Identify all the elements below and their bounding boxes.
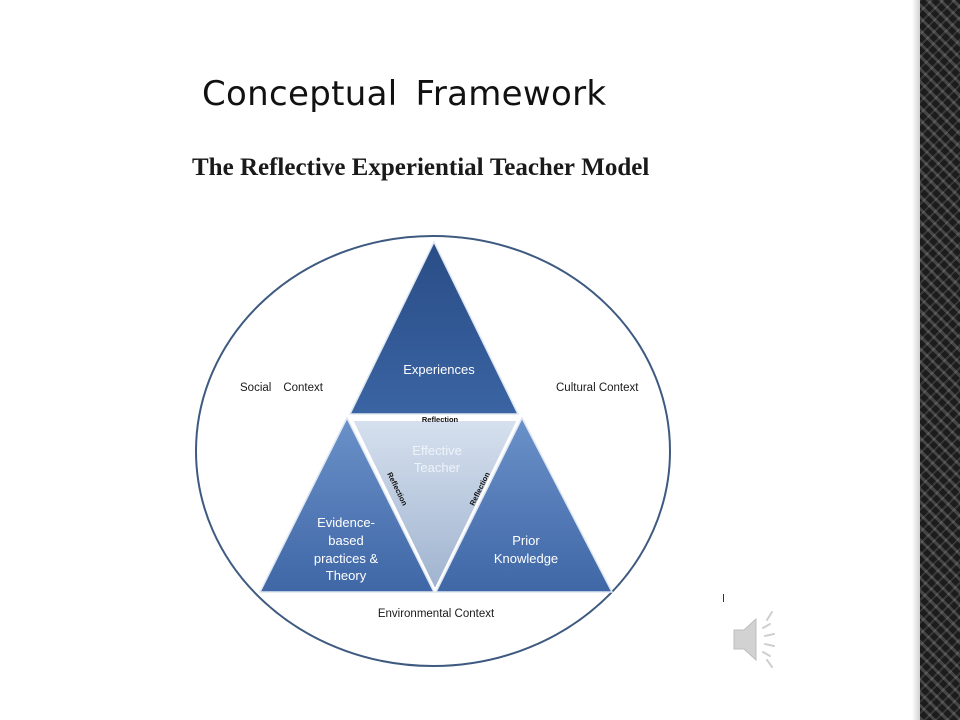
cultural-context-label: Cultural Context (556, 382, 639, 394)
model-title-word: Model (581, 154, 650, 181)
prior-knowledge-label: Prior (512, 533, 540, 548)
slide-title-word: Framework (415, 74, 607, 114)
effective-teacher-label: Effective (412, 443, 462, 458)
environmental-context-label: Environmental Context (378, 608, 495, 620)
speaker-icon[interactable] (733, 611, 775, 668)
side-bar-shadow (912, 0, 920, 720)
experiences-label: Experiences (403, 362, 475, 377)
evidence-triangle (258, 416, 436, 593)
evidence-label: based (328, 533, 363, 548)
social-context-word: Context (283, 382, 323, 394)
evidence-label: Evidence- (317, 515, 375, 530)
slide-title: Conceptual Framework (202, 74, 606, 114)
social-context-label: Social Context (240, 382, 324, 394)
effective-teacher-label: Teacher (414, 460, 461, 475)
reflection-label-top: Reflection (422, 415, 459, 424)
model-title-word: Teacher (489, 154, 576, 181)
prior-knowledge-label: Knowledge (494, 551, 558, 566)
model-title-word: The (192, 154, 234, 181)
text-cursor (723, 594, 724, 602)
experiences-triangle (348, 240, 520, 415)
social-context-word: Social (240, 382, 271, 394)
model-title-word: Experiential (351, 154, 484, 181)
effective-teacher-triangle (350, 419, 520, 593)
slide-title-word: Conceptual (202, 74, 398, 114)
evidence-label: Theory (326, 568, 367, 583)
evidence-label: practices & (314, 551, 379, 566)
prior-knowledge-triangle (434, 416, 614, 593)
decorative-side-bar (920, 0, 960, 720)
model-title: The Reflective Experiential Teacher Mode… (192, 154, 649, 182)
model-title-word: Reflective (239, 154, 346, 181)
